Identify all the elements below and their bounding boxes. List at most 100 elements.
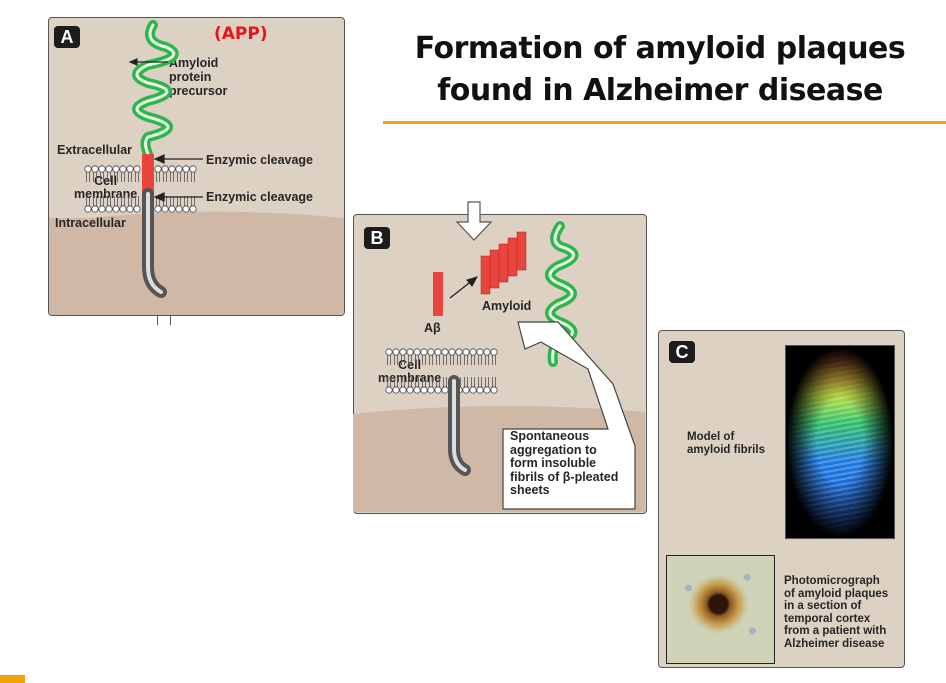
lipid-tail	[100, 172, 104, 182]
lipid-tail	[492, 355, 496, 365]
lipid-tail	[415, 355, 419, 365]
lipid-tail	[478, 355, 482, 365]
lipid-head	[133, 165, 141, 173]
lipid-tail	[184, 172, 188, 182]
amyloid-fibril-stack	[480, 231, 527, 295]
lipid-tail	[429, 377, 433, 387]
lipid-head	[392, 348, 400, 356]
lipid-head	[392, 386, 400, 394]
lipid-tail	[464, 377, 468, 387]
panel-b-badge: B	[364, 227, 390, 249]
lipid-tail	[492, 377, 496, 387]
lipid-head	[126, 205, 134, 213]
lipid-tail	[394, 355, 398, 365]
lipid-tail	[184, 196, 188, 206]
lipid-tail	[422, 377, 426, 387]
lipid-tail	[128, 172, 132, 182]
lipid-head	[385, 348, 393, 356]
abeta-fragment	[433, 272, 443, 316]
lipid-head	[434, 348, 442, 356]
lipid-head	[420, 386, 428, 394]
lipid-tail	[429, 355, 433, 365]
lipid-head	[98, 205, 106, 213]
slide-title-line1: Formation of amyloid plaques	[414, 31, 906, 66]
panel-a-drawing	[49, 211, 344, 315]
lipid-tail	[107, 196, 111, 206]
lipid-head	[154, 165, 162, 173]
lipid-tail	[471, 355, 475, 365]
lipid-head	[462, 386, 470, 394]
lipid-tail	[415, 377, 419, 387]
aggregation-callout: Spontaneous aggregation to form insolubl…	[510, 429, 619, 497]
lipid-head	[462, 348, 470, 356]
intracellular-label: Intracellular	[55, 216, 126, 230]
amyloid-label: Amyloid	[482, 299, 532, 313]
lipid-head	[490, 348, 498, 356]
lipid-bilayer-a	[84, 165, 197, 213]
lipid-tail	[156, 172, 160, 182]
lipid-head	[119, 165, 127, 173]
panel-b-drawing	[353, 201, 645, 512]
lipid-head	[112, 205, 120, 213]
lipid-head	[399, 348, 407, 356]
lipid-tail	[443, 377, 447, 387]
plaque-photomicrograph-image	[666, 555, 775, 664]
lipid-head	[483, 348, 491, 356]
lipid-bilayer-b	[385, 348, 498, 394]
lipid-tail	[170, 196, 174, 206]
lipid-tail	[443, 355, 447, 365]
lipid-head	[168, 205, 176, 213]
lipid-head	[105, 205, 113, 213]
lipid-tail	[163, 172, 167, 182]
lipid-tail	[485, 355, 489, 365]
lipid-head	[161, 205, 169, 213]
footer-accent-bar	[0, 675, 25, 683]
lipid-tail	[121, 172, 125, 182]
lipid-head	[427, 386, 435, 394]
lipid-head	[413, 386, 421, 394]
lipid-head	[98, 165, 106, 173]
lipid-head	[476, 348, 484, 356]
panel-c: C Model of amyloid fibrils Photomicrogra…	[658, 330, 905, 668]
lipid-tail	[408, 377, 412, 387]
lipid-tail	[478, 377, 482, 387]
photo-label: Photomicrograph of amyloid plaques in a …	[784, 575, 889, 650]
cleavage-label-bottom: Enzymic cleavage	[206, 190, 314, 204]
title-underline	[383, 121, 946, 124]
lipid-head	[133, 205, 141, 213]
lipid-head	[189, 205, 197, 213]
lipid-head	[441, 348, 449, 356]
lipid-tail	[191, 172, 195, 182]
lipid-tail	[485, 377, 489, 387]
lipid-head	[406, 386, 414, 394]
lipid-tail	[177, 172, 181, 182]
lipid-head	[483, 386, 491, 394]
down-arrow	[455, 201, 493, 241]
lipid-head	[154, 205, 162, 213]
lipid-head	[175, 165, 183, 173]
lipid-tail	[128, 196, 132, 206]
lipid-tail	[93, 196, 97, 206]
lipid-tail	[100, 196, 104, 206]
lipid-tail	[93, 172, 97, 182]
lipid-tail	[135, 172, 139, 182]
abeta-segment	[142, 154, 154, 194]
lipid-head	[434, 386, 442, 394]
lipid-tail	[86, 196, 90, 206]
panel-a: A (APP) Amyloid protein precursor Extrac…	[48, 17, 345, 316]
cleavage-label-top: Enzymic cleavage	[206, 153, 314, 167]
lipid-head	[476, 386, 484, 394]
lipid-tail	[114, 196, 118, 206]
lipid-head	[182, 205, 190, 213]
panel-a-badge: A	[54, 26, 80, 48]
lipid-tail	[436, 377, 440, 387]
lipid-head	[168, 165, 176, 173]
lipid-tail	[86, 172, 90, 182]
lipid-head	[161, 165, 169, 173]
lipid-tail	[401, 355, 405, 365]
lipid-head	[455, 348, 463, 356]
model-label: Model of amyloid fibrils	[687, 431, 765, 456]
lipid-tail	[121, 196, 125, 206]
lipid-tail	[170, 172, 174, 182]
lipid-tail	[471, 377, 475, 387]
